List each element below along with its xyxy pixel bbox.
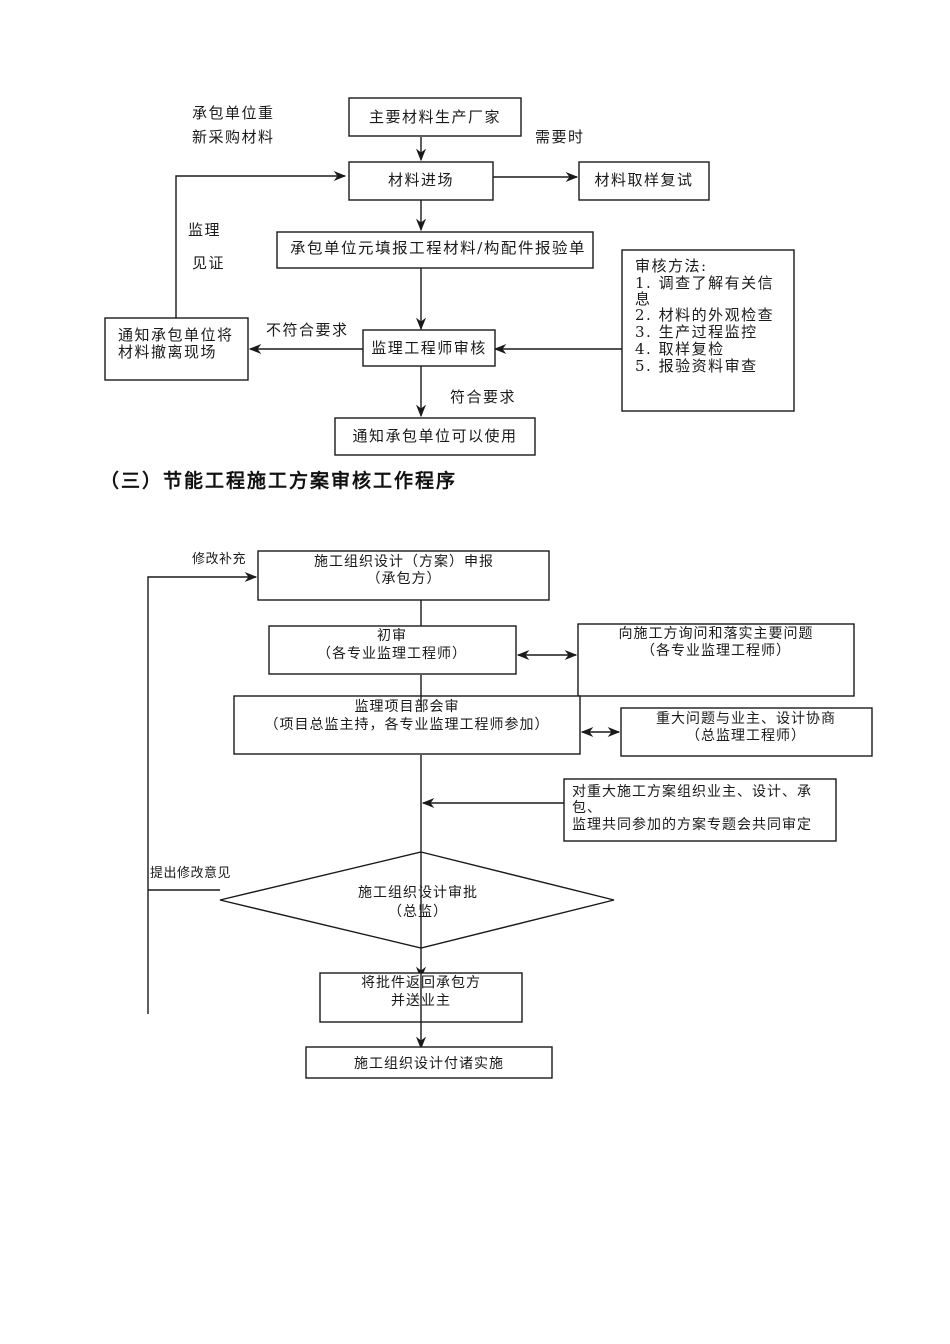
node-initial-review-line2: （各专业监理工程师） [317, 646, 467, 662]
label-witness-line2: 见证 [192, 254, 225, 272]
node-approval-decision: 施工组织设计审批 （总监） [219, 851, 615, 949]
label-compliant: 符合要求 [450, 388, 516, 406]
label-witness-line1: 监理 [188, 221, 221, 239]
review-method-item: 5. 报验资料审查 [635, 357, 758, 375]
node-plan-submission: 施工组织设计（方案）申报 （承包方） [257, 550, 550, 601]
node-manufacturer-text: 主要材料生产厂家 [369, 108, 501, 126]
node-return-line2: 并送业主 [391, 993, 451, 1009]
label-propose-revision: 提出修改意见 [150, 865, 231, 881]
label-rebuy-line1: 承包单位重 [192, 104, 275, 122]
node-contractor-report: 承包单位元填报工程材料/构配件报验单 [276, 231, 594, 269]
node-consult-owner-line1: 重大问题与业主、设计协商 [656, 711, 836, 727]
node-plan-submission-line2: （承包方） [367, 571, 442, 587]
node-inquiry-line1: 向施工方询问和落实主要问题 [619, 626, 814, 642]
node-sampling-retest-text: 材料取样复试 [594, 171, 693, 189]
node-consult-owner: 重大问题与业主、设计协商 （总监理工程师） [620, 707, 873, 757]
node-plan-submission-line1: 施工组织设计（方案）申报 [314, 553, 494, 570]
node-notify-remove-line1: 通知承包单位将 [118, 326, 234, 344]
node-contractor-report-text: 承包单位元填报工程材料/构配件报验单 [290, 239, 586, 257]
node-initial-review-line1: 初审 [377, 627, 407, 644]
label-revise-supplement: 修改补充 [192, 551, 246, 567]
node-special-meeting: 对重大施工方案组织业主、设计、承 包、 监理共同参加的方案专题会共同审定 [563, 778, 837, 842]
node-engineer-review-text: 监理工程师审核 [371, 339, 487, 357]
arrow-feedback-to-submit [147, 571, 258, 1014]
node-consult-owner-line2: （总监理工程师） [686, 728, 806, 744]
node-manufacturer: 主要材料生产厂家 [348, 97, 522, 137]
node-return-line1: 将批件返回承包方 [361, 975, 481, 991]
construction-plan-review-flowchart: 修改补充 提出修改意见 施工组织设计（方案）申报 （承包方） 初审 （各专业监理… [147, 550, 873, 1079]
node-implement: 施工组织设计付诸实施 [305, 1046, 553, 1079]
node-notify-use-text: 通知承包单位可以使用 [352, 427, 517, 445]
node-engineer-review: 监理工程师审核 [362, 329, 496, 367]
node-joint-review-line1: 监理项目部会审 [355, 699, 460, 715]
arrow-remove-to-entry [175, 170, 347, 318]
node-notify-remove-line2: 材料撤离现场 [118, 343, 217, 361]
review-method-item: 2. 材料的外观检查 [635, 306, 774, 324]
review-methods-title: 审核方法: [635, 257, 708, 275]
node-inquiry-line2: （各专业监理工程师） [641, 643, 791, 659]
label-when-needed: 需要时 [535, 128, 585, 146]
node-joint-review-line2: （项目总监主持，各专业监理工程师参加） [265, 716, 550, 733]
review-method-item: 4. 取样复检 [635, 340, 725, 358]
node-special-meeting-line3: 监理共同参加的方案专题会共同审定 [572, 816, 812, 833]
node-implement-text: 施工组织设计付诸实施 [354, 1056, 504, 1072]
node-approval-line2: （总监） [388, 904, 448, 920]
node-return-to-contractor: 将批件返回承包方 并送业主 [319, 972, 523, 1023]
node-initial-review: 初审 （各专业监理工程师） [268, 625, 517, 675]
node-inquiry: 向施工方询问和落实主要问题 （各专业监理工程师） [577, 623, 855, 697]
label-rebuy-line2: 新采购材料 [192, 128, 275, 146]
review-method-item: 3. 生产过程监控 [635, 323, 758, 341]
node-special-meeting-line1: 对重大施工方案组织业主、设计、承 [572, 783, 812, 800]
material-inspection-flowchart: 承包单位重 新采购材料 需要时 监理 见证 不符合要求 符合要求 主要材料生产厂… [104, 97, 795, 456]
node-notify-use: 通知承包单位可以使用 [334, 417, 536, 456]
node-material-entry-text: 材料进场 [388, 171, 454, 189]
review-method-item: 1. 调查了解有关信 [635, 274, 774, 292]
node-approval-line1: 施工组织设计审批 [358, 885, 478, 901]
section-heading: （三）节能工程施工方案审核工作程序 [100, 470, 458, 492]
node-joint-review: 监理项目部会审 （项目总监主持，各专业监理工程师参加） [233, 695, 581, 755]
node-material-entry: 材料进场 [348, 161, 494, 201]
label-not-compliant: 不符合要求 [266, 321, 349, 339]
node-sampling-retest: 材料取样复试 [578, 161, 710, 201]
node-notify-remove: 通知承包单位将 材料撤离现场 [104, 317, 249, 381]
review-method-item: 息 [635, 290, 652, 308]
node-special-meeting-line2: 包、 [572, 800, 602, 816]
review-methods-box: 审核方法: 1. 调查了解有关信 息 2. 材料的外观检查 3. 生产过程监控 … [621, 249, 795, 412]
